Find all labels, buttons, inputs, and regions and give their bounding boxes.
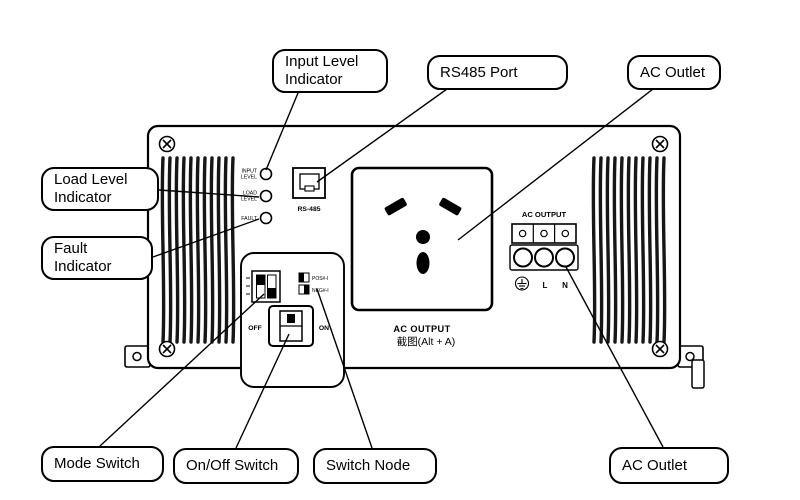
terminal-pin-n: N (562, 281, 568, 290)
outlet-hole-round (416, 230, 430, 244)
callout-ac-outlet-bottom: AC Outlet (609, 447, 729, 484)
fault-led-label: FAULT (241, 216, 258, 222)
callout-ac-outlet-top: AC Outlet (627, 55, 721, 90)
universal-ac-outlet (350, 166, 494, 312)
screw-icon (651, 340, 669, 358)
load-led-label: LEVEL (241, 197, 257, 203)
terminal-block: AC OUTPUT L N (509, 210, 579, 291)
switch-node-label-pos: POS#-I (312, 276, 328, 282)
callout-switch-node: Switch Node (313, 448, 437, 484)
callout-label: Mode Switch (54, 455, 140, 472)
callout-label: Indicator (285, 71, 343, 88)
screw-icon (158, 340, 176, 358)
terminal-pin-l: L (543, 281, 548, 290)
ground-icon (514, 276, 530, 291)
callout-rs485-port: RS485 Port (427, 55, 568, 90)
callout-fault-indicator: Fault Indicator (41, 236, 153, 280)
callout-label: On/Off Switch (186, 457, 279, 474)
callout-label: AC Outlet (622, 456, 688, 474)
terminal-hole (534, 247, 554, 268)
leader-line (457, 88, 654, 241)
callout-label: RS485 Port (440, 63, 518, 81)
leader-line (316, 288, 373, 449)
callout-mode-switch: Mode Switch (41, 446, 164, 482)
callout-label: Load Level (54, 171, 128, 188)
switch-node: POS#-I NEG#-I (298, 272, 329, 295)
leader-line (152, 218, 260, 258)
callout-on-off-switch: On/Off Switch (173, 448, 299, 484)
terminal-label: AC OUTPUT (522, 210, 567, 219)
terminal-hole (513, 247, 533, 268)
leader-line (99, 293, 265, 447)
callout-label: Indicator (54, 189, 112, 206)
screw-icon (158, 135, 176, 153)
leader-lines (99, 88, 664, 449)
mounting-tab-right (691, 359, 705, 389)
terminal-hole (555, 247, 575, 268)
callout-label: Indicator (54, 258, 112, 275)
input-led-label: LEVEL (241, 175, 257, 181)
screw-icon (651, 135, 669, 153)
control-recess-panel: POS#-I NEG#-I OFF ON (240, 252, 345, 388)
mounting-foot-left (124, 345, 151, 368)
outlet-blade-right (439, 197, 462, 216)
outlet-blade-left (384, 197, 407, 216)
callout-input-level-indicator: Input Level Indicator (272, 49, 388, 93)
ac-output-center-label: AC OUTPUT (393, 324, 450, 334)
rs485-port: RS-485 (292, 167, 326, 213)
callout-load-level-indicator: Load Level Indicator (41, 167, 159, 211)
input-level-led (259, 167, 273, 181)
corner-screws (158, 135, 669, 358)
power-rocker-switch (268, 305, 314, 347)
led-indicators: INPUT LEVEL LOAD LEVEL FAULT (240, 160, 280, 230)
mode-switch (246, 270, 281, 303)
leader-line (158, 189, 260, 198)
callout-label: Input Level (285, 53, 359, 70)
callout-label: Switch Node (326, 457, 411, 474)
rocker-off-label: OFF (248, 325, 262, 332)
leader-line (565, 266, 664, 448)
leader-line (235, 333, 290, 449)
rs485-label: RS-485 (297, 206, 320, 213)
load-level-led (259, 189, 273, 203)
fault-led (259, 211, 273, 225)
outlet-hole-oval (416, 252, 430, 274)
switch-node-label-neg: NEG#-I (312, 288, 329, 294)
callout-label: Fault (54, 240, 88, 257)
load-led-label: LOAD (243, 191, 257, 197)
leader-line (265, 92, 299, 171)
callout-label: AC Outlet (640, 63, 706, 81)
leader-line (316, 88, 448, 183)
rocker-on-label: ON (319, 325, 329, 332)
input-led-label: INPUT (241, 169, 257, 175)
screenshot-watermark: 截图(Alt + A) (397, 335, 456, 348)
